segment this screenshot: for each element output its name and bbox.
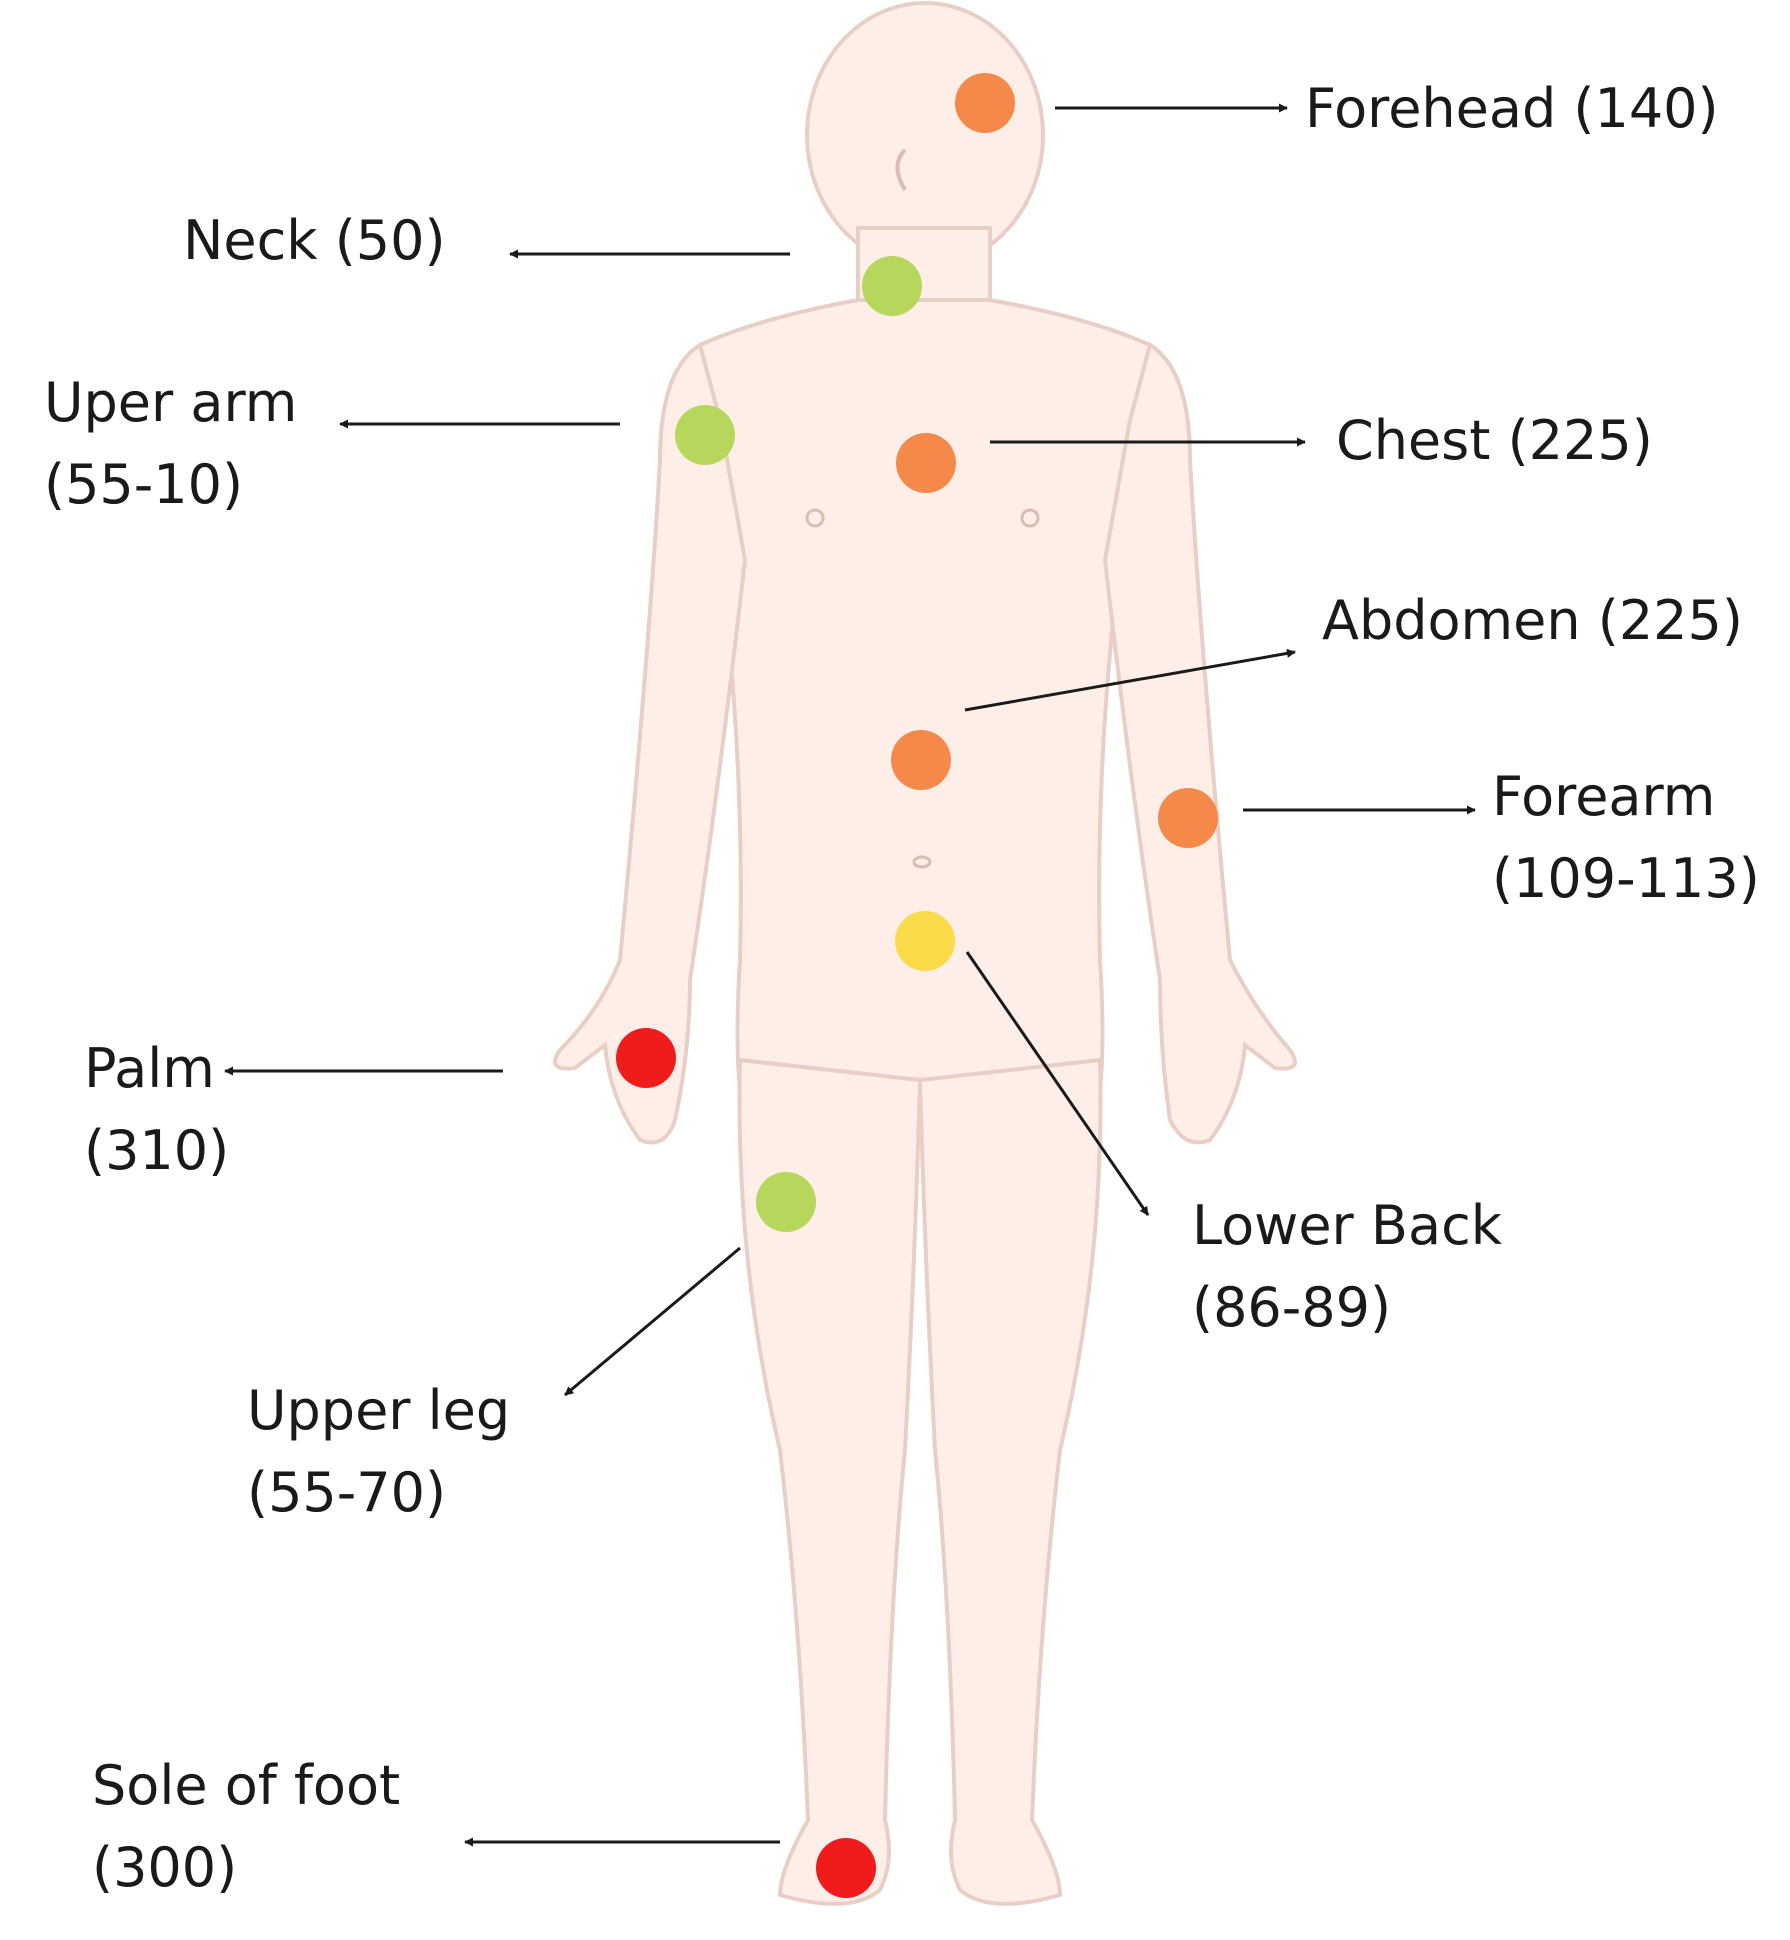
label-upper-arm-line-2: (55-10) bbox=[44, 453, 244, 516]
torso-shape bbox=[689, 298, 1160, 1092]
arrow-lower-back bbox=[965, 951, 1150, 1216]
right-nipple-shape bbox=[1020, 508, 1040, 528]
label-forearm: Forearm (109-113) bbox=[1492, 756, 1760, 920]
label-lower-back-line-2: (86-89) bbox=[1192, 1276, 1392, 1339]
label-neck-line-1: Neck (50) bbox=[183, 209, 446, 272]
left-arm-shape bbox=[553, 341, 748, 1145]
label-lower-back: Lower Back (86-89) bbox=[1192, 1185, 1502, 1349]
label-upper-arm-line-1: Uper arm bbox=[44, 371, 298, 434]
label-upper-arm: Uper arm (55-10) bbox=[44, 362, 297, 526]
label-chest: Chest (225) bbox=[1336, 400, 1653, 482]
marker-neck bbox=[862, 256, 922, 316]
label-sole-line-2: (300) bbox=[92, 1836, 238, 1899]
right-arm-shape bbox=[1102, 341, 1297, 1145]
label-upper-leg-line-1: Upper leg bbox=[247, 1379, 511, 1442]
label-sole-line-1: Sole of foot bbox=[92, 1754, 401, 1817]
label-upper-leg-line-2: (55-70) bbox=[247, 1461, 447, 1524]
label-forehead-line-1: Forehead (140) bbox=[1305, 77, 1719, 140]
arrows bbox=[224, 103, 1476, 1847]
label-forearm-line-1: Forearm bbox=[1492, 765, 1716, 828]
marker-chest bbox=[896, 433, 956, 493]
label-sole-of-foot: Sole of foot (300) bbox=[92, 1745, 400, 1909]
body-silhouette bbox=[553, 1, 1297, 1906]
label-chest-line-1: Chest (225) bbox=[1336, 409, 1653, 472]
label-upper-leg: Upper leg (55-70) bbox=[247, 1370, 510, 1534]
marker-upper-arm bbox=[675, 405, 735, 465]
left-nipple-shape bbox=[805, 508, 825, 528]
marker-upper-leg bbox=[756, 1172, 816, 1232]
label-palm-line-2: (310) bbox=[84, 1119, 230, 1182]
label-palm-line-1: Palm bbox=[84, 1037, 215, 1100]
marker-forearm bbox=[1158, 788, 1218, 848]
left-leg-shape bbox=[737, 1057, 923, 1906]
label-abdomen: Abdomen (225) bbox=[1322, 580, 1743, 662]
label-lower-back-line-1: Lower Back bbox=[1192, 1194, 1503, 1257]
marker-abdomen bbox=[891, 730, 951, 790]
marker-forehead bbox=[955, 73, 1015, 133]
label-palm: Palm (310) bbox=[84, 1028, 229, 1192]
arrow-abdomen bbox=[964, 648, 1296, 712]
arrow-upper-leg bbox=[564, 1246, 741, 1397]
label-forearm-line-2: (109-113) bbox=[1492, 847, 1760, 910]
label-abdomen-line-1: Abdomen (225) bbox=[1322, 589, 1743, 652]
label-neck: Neck (50) bbox=[183, 200, 446, 282]
marker-palm bbox=[616, 1028, 676, 1088]
navel-shape bbox=[912, 855, 932, 869]
label-forehead: Forehead (140) bbox=[1305, 68, 1719, 150]
marker-lower-back bbox=[895, 911, 955, 971]
right-leg-shape bbox=[917, 1057, 1103, 1906]
marker-sole bbox=[816, 1838, 876, 1898]
ear-shape bbox=[895, 148, 907, 192]
measurement-markers bbox=[616, 73, 1218, 1898]
